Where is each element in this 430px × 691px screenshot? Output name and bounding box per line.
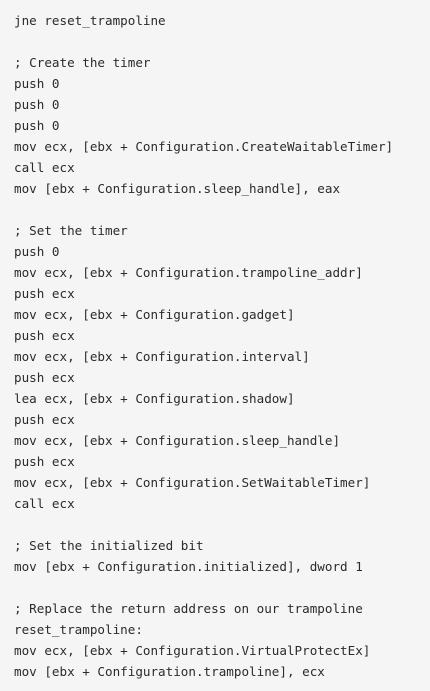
code-line: push ecx <box>14 328 75 343</box>
code-line: call ecx <box>14 496 75 511</box>
code-line: mov [ebx + Configuration.trampoline], ec… <box>14 664 325 679</box>
code-line: lea ecx, [ebx + Configuration.shadow] <box>14 391 295 406</box>
code-line: jne reset_trampoline <box>14 13 166 28</box>
code-line: push ecx <box>14 370 75 385</box>
code-line: push ecx <box>14 412 75 427</box>
code-line: mov [ebx + Configuration.initialized], d… <box>14 559 363 574</box>
code-line-blank <box>14 31 430 52</box>
code-line: push 0 <box>14 118 60 133</box>
code-line: call ecx <box>14 160 75 175</box>
code-line: mov ecx, [ebx + Configuration.gadget] <box>14 307 295 322</box>
code-line: push 0 <box>14 97 60 112</box>
code-label: reset_trampoline: <box>14 622 143 637</box>
code-comment: ; Set the timer <box>14 223 128 238</box>
code-line: push ecx <box>14 454 75 469</box>
code-line-blank <box>14 199 430 220</box>
code-line: mov ecx, [ebx + Configuration.CreateWait… <box>14 139 394 154</box>
code-comment: ; Set the initialized bit <box>14 538 204 553</box>
code-line: mov ecx, [ebx + Configuration.SetWaitabl… <box>14 475 371 490</box>
code-line-blank <box>14 577 430 598</box>
code-line: mov ecx, [ebx + Configuration.interval] <box>14 349 310 364</box>
code-comment: ; Create the timer <box>14 55 151 70</box>
code-line: mov ecx, [ebx + Configuration.trampoline… <box>14 265 363 280</box>
code-line: mov ecx, [ebx + Configuration.sleep_hand… <box>14 433 341 448</box>
code-line: push 0 <box>14 76 60 91</box>
code-line: mov [ebx + Configuration.sleep_handle], … <box>14 181 341 196</box>
code-line: mov ecx, [ebx + Configuration.VirtualPro… <box>14 643 371 658</box>
code-line: push 0 <box>14 244 60 259</box>
code-line-blank <box>14 514 430 535</box>
code-comment: ; Replace the return address on our tram… <box>14 601 363 616</box>
code-line: push ecx <box>14 286 75 301</box>
